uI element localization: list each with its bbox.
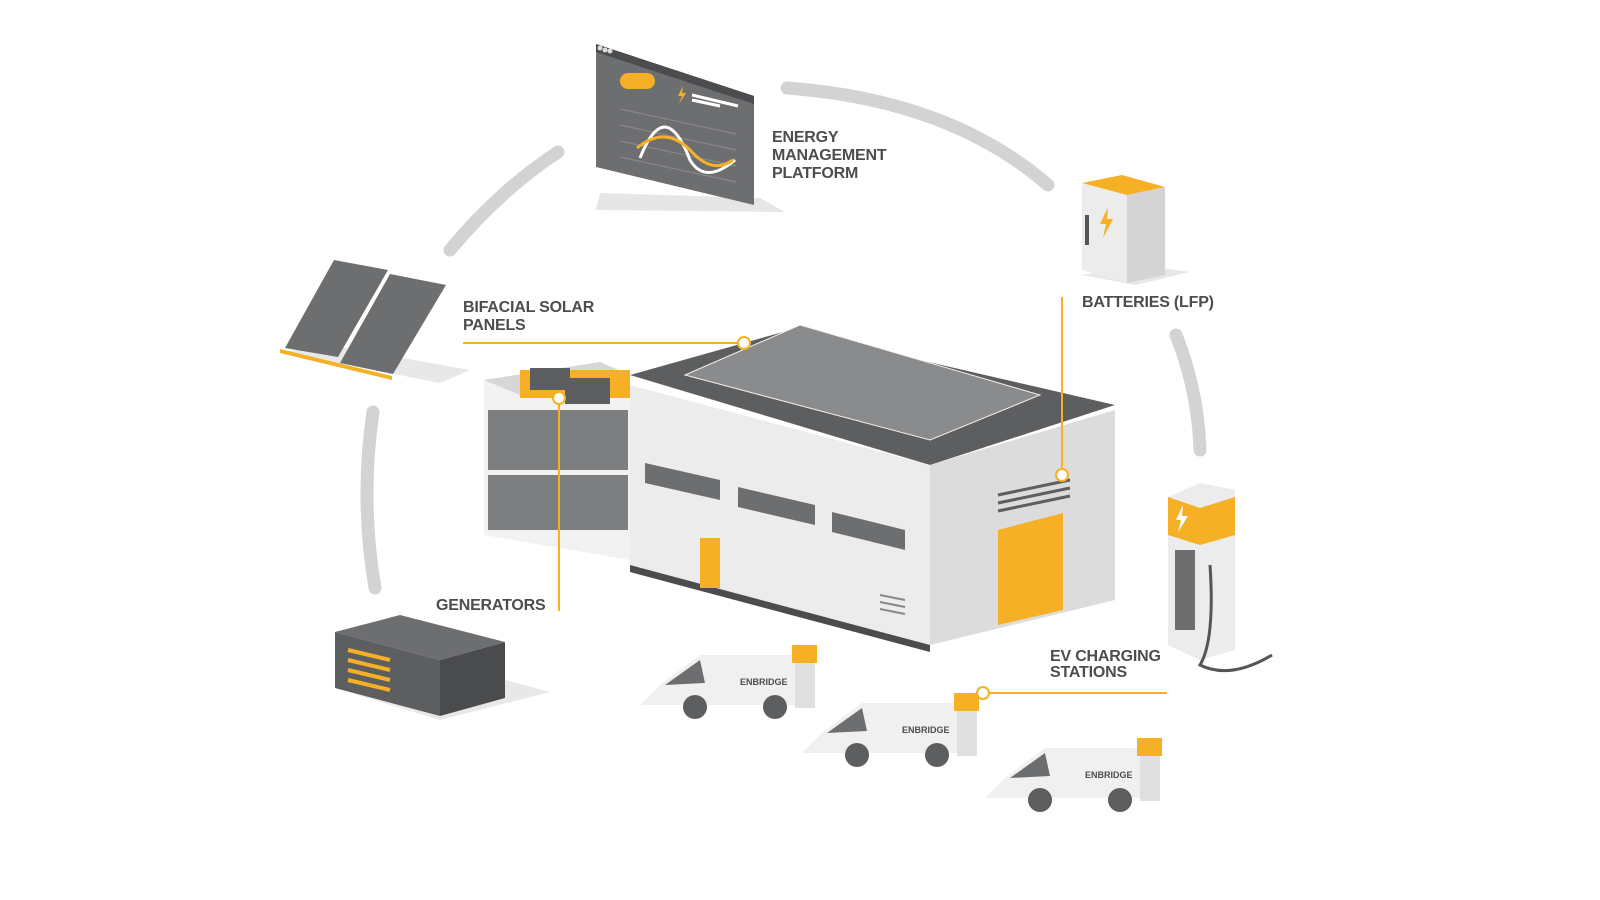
van-brand: ENBRIDGE [740,677,788,687]
monitor-chart-icon [596,44,785,212]
label-batteries: BATTERIES (LFP) [1082,294,1214,311]
label-bifacial-solar-panels: BIFACIAL SOLAR PANELS [463,299,595,334]
van: ENBRIDGE [985,738,1162,812]
label-generators: GENERATORS [436,597,546,614]
solar-panel-icon [280,260,470,383]
label-ev-charging-stations: EV CHARGING STATIONS [1050,648,1161,681]
generator-icon [335,615,550,720]
battery-icon [1082,175,1190,285]
roof-solar-array [683,324,1042,441]
ev-vans: ENBRIDGE ENBRIDGE ENBRIDGE [640,645,1162,812]
van-brand: ENBRIDGE [902,725,950,735]
cycle-arcs [360,81,1207,595]
van: ENBRIDGE [640,645,817,719]
van-brand: ENBRIDGE [1085,770,1133,780]
leader-lines [463,297,1167,700]
ev-charger-icon [1168,483,1273,673]
van: ENBRIDGE [802,693,979,767]
label-energy-management-platform: ENERGY MANAGEMENT PLATFORM [772,129,887,182]
